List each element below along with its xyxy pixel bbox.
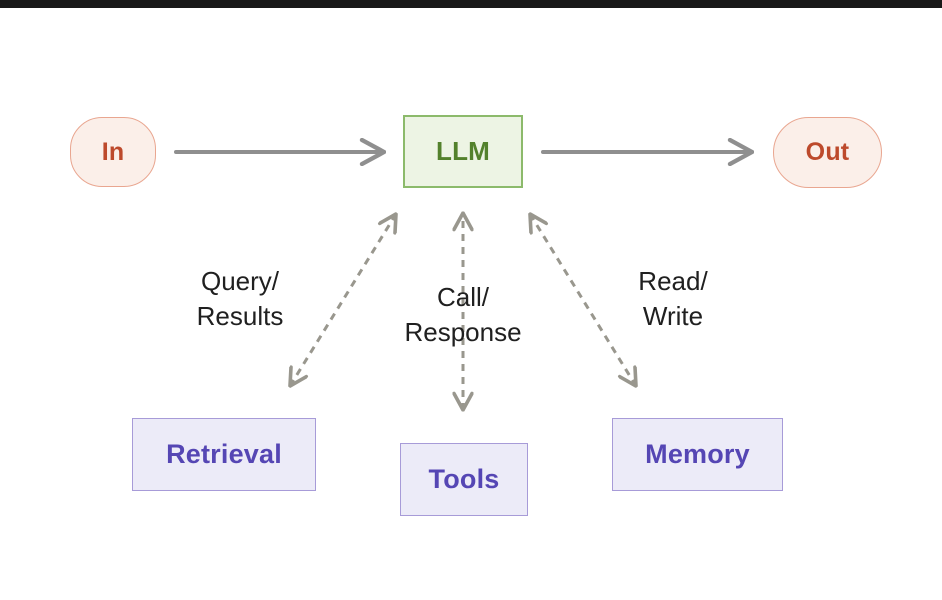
call-response-label-line1: Call/: [436, 282, 489, 312]
memory-box: Memory: [612, 418, 783, 491]
llm-node: LLM: [403, 115, 523, 188]
memory-box-label: Memory: [645, 439, 750, 469]
call-response-label: Call/ Response: [382, 280, 544, 350]
read-write-label-line1: Read/: [638, 266, 708, 296]
retrieval-box: Retrieval: [132, 418, 316, 491]
output-node: Out: [773, 117, 882, 188]
read-write-label-line2: Write: [642, 301, 704, 331]
tools-box-label: Tools: [428, 464, 500, 494]
query-results-label: Query/ Results: [160, 264, 320, 334]
input-node: In: [70, 117, 156, 187]
tools-box: Tools: [400, 443, 528, 516]
read-write-label: Read/ Write: [593, 264, 753, 334]
query-results-label-line2: Results: [196, 301, 284, 331]
output-node-label: Out: [805, 138, 850, 166]
call-response-label-line2: Response: [404, 317, 522, 347]
top-bar: [0, 0, 942, 8]
llm-node-label: LLM: [435, 136, 491, 166]
retrieval-box-label: Retrieval: [166, 439, 282, 469]
query-results-label-line1: Query/: [200, 266, 280, 296]
input-node-label: In: [101, 137, 125, 166]
